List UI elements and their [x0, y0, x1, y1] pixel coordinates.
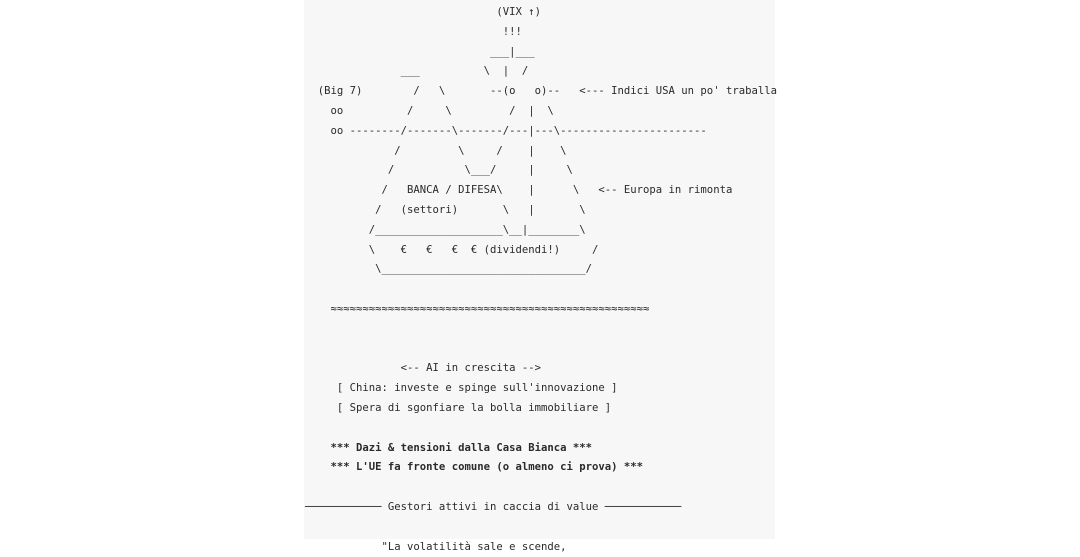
content-panel: [304, 0, 775, 539]
ascii-art-block: (VIX ↑) !!! ___|___ ___ \ | / (Big 7) / …: [305, 3, 777, 557]
ascii-line-volatilita: "La volatilità sale e scende,: [305, 540, 567, 553]
ascii-line-blank-2: [305, 320, 777, 340]
ascii-line-blank-5: [305, 478, 777, 498]
ascii-line-body-2: / \___/ | \: [305, 164, 573, 177]
ascii-line-waves: ≈≈≈≈≈≈≈≈≈≈≈≈≈≈≈≈≈≈≈≈≈≈≈≈≈≈≈≈≈≈≈≈≈≈≈≈≈≈≈≈…: [305, 302, 650, 315]
ascii-line-exclaim: !!!: [305, 25, 522, 38]
ascii-line-settori: / (settori) \ | \: [305, 203, 586, 216]
ascii-line-ue: *** L'UE fa fronte comune (o almeno ci p…: [305, 461, 644, 474]
ascii-line-dazi: *** Dazi & tensioni dalla Casa Bianca **…: [305, 441, 593, 454]
ascii-line-blank-3: [305, 340, 777, 360]
ascii-line-head-top: ___|___: [305, 45, 535, 58]
ascii-line-body-1: / \ / | \: [305, 144, 567, 157]
ascii-line-head-neck: ___ \ | /: [305, 65, 529, 78]
ascii-line-base-top: /____________________\__|________\: [305, 223, 586, 236]
ascii-line-blank-6: [305, 518, 777, 538]
ascii-line-gestori: ──────────── Gestori attivi in caccia di…: [305, 500, 682, 513]
ascii-line-china: [ China: investe e spinge sull'innovazio…: [305, 382, 618, 395]
ascii-line-bolla: [ Spera di sgonfiare la bolla immobiliar…: [305, 401, 612, 414]
ascii-line-vix: (VIX ↑): [305, 6, 541, 18]
ascii-line-ai: <-- AI in crescita -->: [305, 362, 541, 375]
ascii-line-blank-4: [305, 419, 777, 439]
ascii-line-dividendi: \ € € € € (dividendi!) /: [305, 243, 599, 256]
ascii-line-indici-usa: (Big 7) / \ --(o o)-- <--- Indici USA un…: [305, 85, 777, 98]
ascii-line-oo-1: oo / \ / | \: [305, 104, 554, 117]
ascii-line-oo-2: oo --------/-------\-------/---|---\----…: [305, 124, 707, 137]
ascii-line-base-bottom: \________________________________/: [305, 263, 593, 276]
ascii-line-europa: / BANCA / DIFESA\ | \ <-- Europa in rimo…: [305, 184, 733, 197]
ascii-line-blank-1: [305, 280, 777, 300]
